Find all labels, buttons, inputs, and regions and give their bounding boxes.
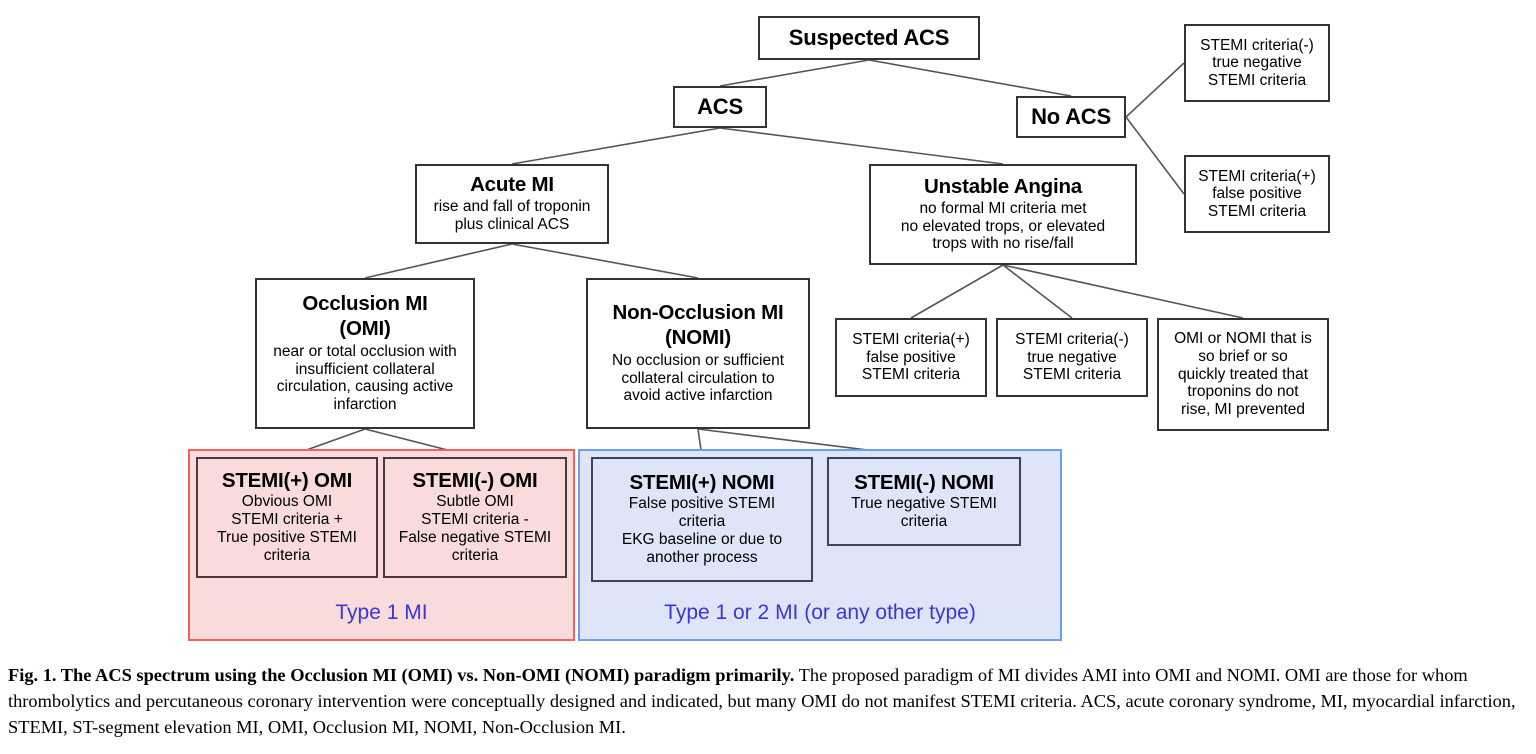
node-ua-true-negative[interactable]: STEMI criteria(-) true negative STEMI cr… [996, 318, 1148, 397]
node-non-occlusion-mi-title: Non-Occlusion MI [612, 301, 784, 325]
line-3: quickly treated that [1177, 365, 1309, 383]
line-5: rise, MI prevented [1180, 400, 1306, 418]
line-2: STEMI criteria - [421, 511, 529, 528]
node-stemi-negative-omi[interactable]: STEMI(-) OMI Subtle OMI STEMI criteria -… [383, 457, 567, 578]
line-4: troponins do not [1187, 383, 1299, 401]
node-acs[interactable]: ACS [673, 86, 767, 128]
node-suspected-acs[interactable]: Suspected ACS [758, 16, 980, 60]
line-2: plus clinical ACS [454, 215, 570, 233]
line-2: so brief or so [1198, 348, 1288, 366]
node-stemi-negative-omi-title: STEMI(-) OMI [412, 469, 538, 493]
edge-suspected-to-acs [719, 59, 870, 87]
edge-acs-to-acutemi [511, 127, 721, 165]
line-1: OMI or NOMI that is [1174, 330, 1312, 348]
edge-ua-to-brief [1002, 264, 1244, 319]
line-1: Obvious OMI [241, 493, 333, 511]
node-stemi-positive-nomi[interactable]: STEMI(+) NOMI False positive STEMI crite… [591, 457, 813, 582]
line-3: STEMI criteria [861, 366, 961, 384]
group-type-1-or-2-mi-label: Type 1 or 2 MI (or any other type) [664, 601, 976, 624]
node-stemi-positive-nomi-title: STEMI(+) NOMI [629, 471, 775, 495]
figure-caption-body: The proposed paradigm of MI divides AMI … [8, 665, 1516, 738]
line-2: STEMI criteria + [231, 511, 343, 528]
node-acs-title: ACS [697, 93, 743, 119]
line-2: true negative [1027, 348, 1117, 366]
node-no-acs-true-negative[interactable]: STEMI criteria(-) true negative STEMI cr… [1184, 24, 1330, 102]
figure-caption-bold: Fig. 1. The ACS spectrum using the Occlu… [8, 665, 795, 685]
line-1: Subtle OMI [436, 493, 514, 511]
line-2: false positive [866, 348, 956, 366]
line-1: STEMI criteria(+) [852, 331, 970, 349]
node-stemi-positive-omi-title: STEMI(+) OMI [221, 469, 353, 493]
line-1: No occlusion or sufficient [611, 351, 785, 369]
line-1: STEMI criteria(+) [1198, 167, 1316, 185]
node-ua-brief-or-treated[interactable]: OMI or NOMI that is so brief or so quick… [1157, 318, 1329, 431]
node-acute-mi[interactable]: Acute MI rise and fall of troponin plus … [415, 164, 609, 244]
line-1: no formal MI criteria met [919, 199, 1087, 217]
line-4: infarction [333, 396, 397, 414]
node-stemi-negative-nomi-title: STEMI(-) NOMI [854, 471, 994, 495]
node-suspected-acs-title: Suspected ACS [788, 24, 950, 50]
edge-ua-to-falsepositive [910, 264, 1004, 319]
line-3: circulation, causing active [276, 378, 454, 396]
flowchart-diagram: Type 1 MI Type 1 or 2 MI (or any other t… [188, 16, 1330, 641]
line-1: STEMI criteria(-) [1200, 36, 1314, 54]
node-occlusion-mi[interactable]: Occlusion MI (OMI) near or total occlusi… [255, 278, 475, 429]
line-4: criteria [263, 546, 311, 564]
node-acute-mi-title: Acute MI [470, 173, 554, 197]
node-non-occlusion-mi[interactable]: Non-Occlusion MI (NOMI) No occlusion or … [586, 278, 810, 429]
edge-acs-to-unstableangina [719, 127, 1004, 165]
node-stemi-negative-nomi[interactable]: STEMI(-) NOMI True negative STEMI criter… [827, 457, 1021, 546]
node-occlusion-mi-title: Occlusion MI [302, 292, 428, 316]
edge-acutemi-to-nomi [511, 243, 699, 279]
edge-noacs-to-truenegative [1125, 62, 1185, 118]
line-2: criteria [678, 513, 726, 530]
line-3: trops with no rise/fall [932, 235, 1074, 253]
line-3: avoid active infarction [623, 387, 773, 405]
line-3: STEMI criteria [1207, 71, 1307, 89]
line-2: true negative [1212, 54, 1302, 72]
line-3: False negative STEMI [398, 528, 552, 546]
line-1: rise and fall of troponin [433, 198, 591, 216]
line-4: criteria [451, 546, 499, 564]
line-1: near or total occlusion with [273, 343, 457, 361]
edge-suspected-to-noacs [868, 59, 1072, 97]
edge-acutemi-to-omi [364, 243, 513, 279]
line-3: True positive STEMI [217, 528, 357, 546]
line-3: EKG baseline or due to [621, 530, 783, 548]
line-2: no elevated trops, or elevated [900, 217, 1106, 235]
figure-caption: Fig. 1. The ACS spectrum using the Occlu… [8, 662, 1528, 740]
node-unstable-angina[interactable]: Unstable Angina no formal MI criteria me… [869, 164, 1137, 265]
line-2: false positive [1212, 185, 1302, 203]
group-type-1-mi-label: Type 1 MI [335, 601, 428, 624]
line-1: False positive STEMI [628, 495, 776, 513]
node-stemi-positive-omi[interactable]: STEMI(+) OMI Obvious OMI STEMI criteria … [196, 457, 378, 578]
line-1: True negative STEMI [851, 495, 997, 512]
node-ua-false-positive[interactable]: STEMI criteria(+) false positive STEMI c… [835, 318, 987, 397]
node-occlusion-mi-abbrev: (OMI) [339, 317, 391, 341]
edge-ua-to-truenegative [1002, 264, 1073, 319]
line-3: STEMI criteria [1022, 366, 1122, 384]
line-2: insufficient collateral [295, 360, 435, 378]
node-no-acs-false-positive[interactable]: STEMI criteria(+) false positive STEMI c… [1184, 155, 1330, 233]
node-non-occlusion-mi-abbrev: (NOMI) [665, 326, 731, 350]
line-3: STEMI criteria [1207, 202, 1307, 220]
node-no-acs-title: No ACS [1031, 103, 1111, 129]
line-2: collateral circulation to [621, 369, 775, 387]
line-2: criteria [900, 512, 948, 530]
node-no-acs[interactable]: No ACS [1016, 96, 1126, 138]
line-4: another process [646, 548, 758, 566]
node-unstable-angina-title: Unstable Angina [924, 175, 1082, 199]
line-1: STEMI criteria(-) [1015, 331, 1129, 349]
